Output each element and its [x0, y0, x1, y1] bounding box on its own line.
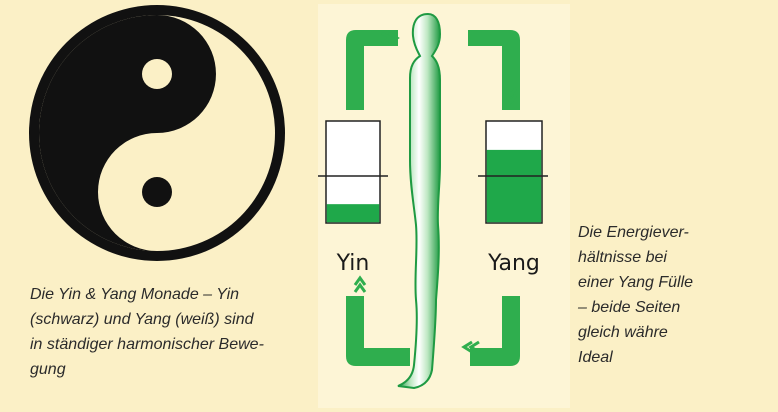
caption-line: hältnisse bei: [578, 245, 758, 270]
yin-yang-black-dot: [142, 177, 172, 207]
caption-line: gung: [30, 357, 320, 382]
caption-line: Ideal: [578, 345, 758, 370]
yin-bar-fill: [327, 204, 380, 222]
yin-yang-icon: [29, 5, 285, 261]
caption-line: (schwarz) und Yang (weiß) sind: [30, 307, 320, 332]
human-silhouette-icon: [398, 14, 440, 388]
yin-label: Yin: [336, 251, 370, 276]
yin-energy-bar: Yin: [318, 121, 388, 276]
caption-line: gleich währe: [578, 320, 758, 345]
yang-label: Yang: [487, 251, 540, 276]
caption-line: Die Yin & Yang Monade – Yin: [30, 282, 320, 307]
caption-line: einer Yang Fülle: [578, 270, 758, 295]
yang-bar-fill: [487, 150, 542, 222]
yin-yang-white-dot: [142, 59, 172, 89]
yin-yang-caption: Die Yin & Yang Monade – Yin (schwarz) un…: [30, 282, 320, 382]
caption-line: in ständiger harmonischer Bewe-: [30, 332, 320, 357]
energy-caption: Die Energiever- hältnisse bei einer Yang…: [578, 220, 758, 370]
caption-line: Die Energiever-: [578, 220, 758, 245]
yang-energy-bar: Yang: [478, 121, 548, 276]
caption-line: – beide Seiten: [578, 295, 758, 320]
